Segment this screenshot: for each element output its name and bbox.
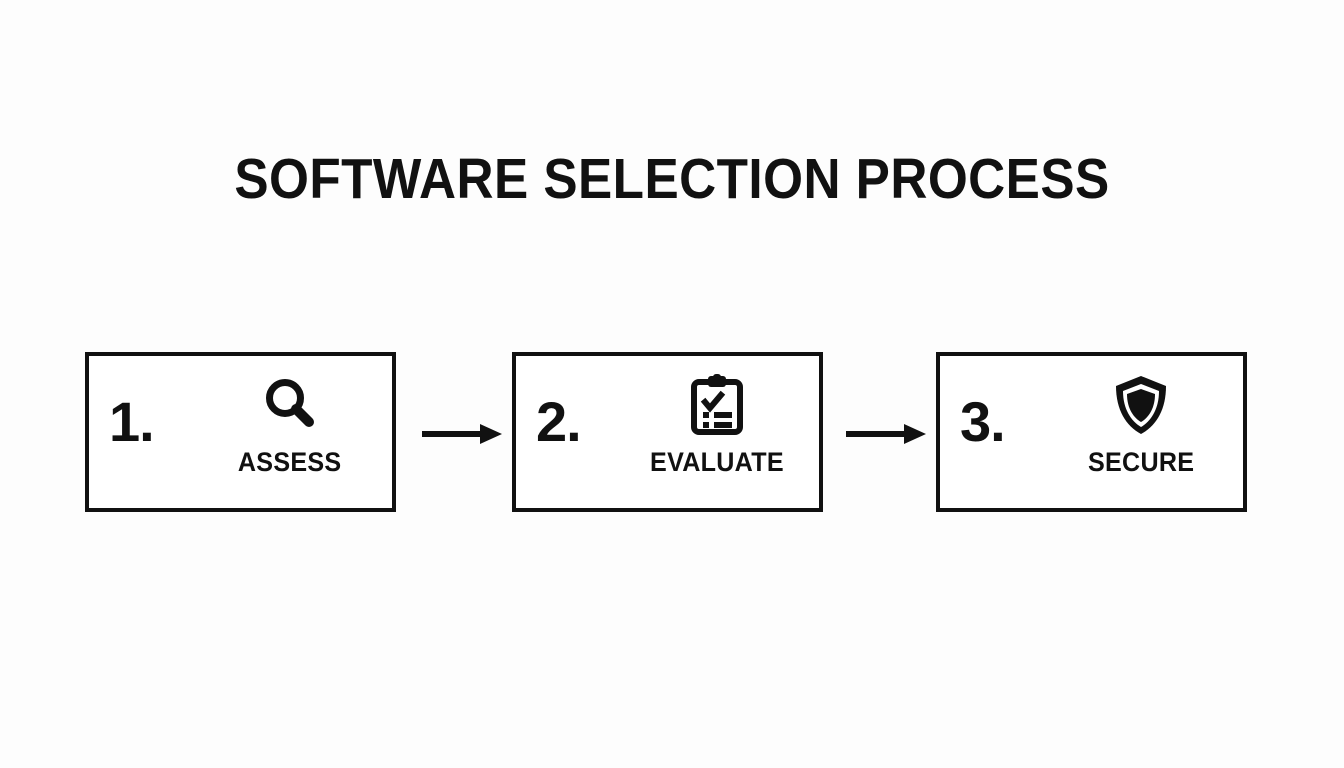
arrow-right-icon-1 <box>418 420 508 448</box>
page-title: SOFTWARE SELECTION PROCESS <box>234 147 1110 211</box>
step-number-2: 2. <box>536 390 582 453</box>
step-box-assess[interactable]: 1. ASSESS <box>85 352 396 512</box>
step-box-secure[interactable]: 3. SECURE <box>936 352 1247 512</box>
shield-icon <box>1112 374 1170 436</box>
step-label-assess: ASSESS <box>238 447 342 477</box>
step-number-1: 1. <box>109 390 155 453</box>
step-number-3: 3. <box>960 390 1006 453</box>
step-box-evaluate[interactable]: 2. <box>512 352 823 512</box>
step-content-2: EVALUATE <box>611 370 823 502</box>
step-content-3: SECURE <box>1035 370 1247 502</box>
step-label-secure: SECURE <box>1087 447 1195 477</box>
magnifying-glass-icon <box>259 374 321 436</box>
step-content-1: ASSESS <box>184 370 396 502</box>
process-flow-diagram: 1. ASSESS 2. <box>85 352 1251 512</box>
clipboard-checklist-icon <box>688 374 746 436</box>
arrow-right-icon-2 <box>842 420 932 448</box>
step-label-evaluate: EVALUATE <box>650 447 784 477</box>
